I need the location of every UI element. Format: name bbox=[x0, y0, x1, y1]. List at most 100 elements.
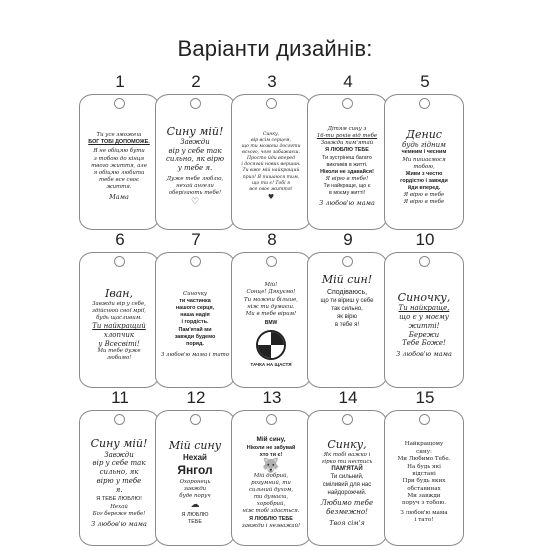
tag-line: буде поруч bbox=[179, 493, 211, 500]
design-variant-9: 9 Мій син! Сподіваюсь, що ти віриш у себ… bbox=[307, 230, 389, 388]
tag-line: сину: bbox=[416, 448, 432, 455]
tag-text: Денис будь гідним чемним і чесним Ми пиш… bbox=[389, 109, 459, 225]
tag-line: хто ти є! bbox=[259, 451, 283, 458]
tag-line: у тебе я. bbox=[177, 164, 213, 173]
tag-line: гордістю і завжди bbox=[400, 177, 448, 184]
design-variant-14: 14 Синку, Як тобі важко і гірко ти нести… bbox=[307, 388, 389, 546]
tag-hole bbox=[266, 256, 277, 267]
tag-line: Пам'ятай ми bbox=[178, 326, 212, 333]
tag-line: сильно, як bbox=[99, 468, 139, 477]
dog-tag: Синочку ти частинка нашого серця, наша н… bbox=[155, 252, 235, 388]
tag-line: Живи з честю bbox=[405, 170, 443, 177]
tag-line: твого життя, але bbox=[91, 162, 147, 169]
wolf-icon: 🐺 bbox=[262, 457, 280, 474]
tag-line: Ми Любимо Тебе. bbox=[397, 456, 451, 463]
tag-hole bbox=[114, 414, 125, 425]
tag-hole bbox=[419, 256, 430, 267]
design-variant-11: 11 Сину мій! Завжди вір у себе так сильн… bbox=[79, 388, 161, 546]
tag-hole bbox=[342, 256, 353, 267]
tag-line: вір у себе так bbox=[168, 146, 222, 155]
tag-line: Ти усе зможеш bbox=[96, 132, 142, 139]
dog-tag: Денис будь гідним чемним і чесним Ми пиш… bbox=[384, 94, 464, 230]
tag-line: Сину мій! bbox=[90, 437, 148, 451]
tag-line: Нехай bbox=[183, 452, 207, 462]
tag-line: вір у себе так bbox=[92, 459, 146, 468]
tag-line: завжди і незважай! bbox=[241, 522, 301, 529]
tag-line: Синку, bbox=[327, 438, 367, 452]
tag-line: поруч з тобою. bbox=[401, 500, 447, 507]
tag-line: Я ЛЮБЛЮ ТЕБЕ bbox=[325, 147, 369, 154]
variant-number: 13 bbox=[262, 388, 282, 407]
tag-text: Найкращому сину: Ми Любимо Тебе. На будь… bbox=[389, 425, 459, 541]
variant-number: 11 bbox=[111, 388, 129, 407]
variant-number: 9 bbox=[343, 230, 353, 249]
tag-hole bbox=[190, 256, 201, 267]
tag-line: завжди будемо bbox=[174, 333, 216, 340]
tag-line: Ти найкраще, що є bbox=[323, 183, 371, 190]
tag-line: викликів в житті. bbox=[326, 161, 368, 168]
tag-line: всього, чого забажаєш. bbox=[242, 150, 300, 156]
tag-line: житті! bbox=[408, 321, 440, 330]
tag-line: ти думаєш, bbox=[253, 494, 289, 501]
tag-hole bbox=[419, 414, 430, 425]
tag-line: Ніколи не здавайся! bbox=[320, 168, 374, 175]
variant-number: 6 bbox=[115, 230, 125, 249]
tag-line: все своє життя! bbox=[249, 186, 293, 192]
tag-line: завжди bbox=[183, 486, 207, 493]
tag-line: Синочку bbox=[182, 290, 208, 297]
tag-text: Синочку, Ти найкраще, що є у моєму житті… bbox=[389, 267, 459, 383]
tag-hole bbox=[114, 256, 125, 267]
tag-line: Як тобі важко і bbox=[323, 451, 371, 458]
tag-line: ніж ти думаєш. bbox=[247, 303, 295, 310]
tag-line: в моєму житті! bbox=[328, 190, 366, 197]
variant-number: 5 bbox=[420, 72, 430, 91]
tag-line: в тебе я! bbox=[334, 321, 360, 328]
tag-line: Завжди вір у себе, bbox=[92, 300, 146, 307]
tag-line: ТАЧКА НА ЩАСТЯ bbox=[250, 361, 292, 367]
variant-number: 3 bbox=[267, 72, 277, 91]
tag-line: Охоронець bbox=[179, 479, 211, 486]
tag-line: При будь яких bbox=[402, 478, 446, 485]
design-variant-1: 1 Ти усе зможеш БОГ ТОБІ ДОПОМОЖЕ. Я не … bbox=[79, 72, 161, 230]
tag-line: Любимо тебе bbox=[320, 499, 374, 508]
tag-line: обставинах bbox=[407, 485, 441, 492]
tag-line: і тато! bbox=[414, 517, 434, 524]
tag-line: Ми завжди bbox=[407, 493, 441, 500]
tag-text: Мій! Сонце! Дякуємо! Ти можеш більше, ні… bbox=[236, 267, 306, 383]
tag-line: нашого серця, bbox=[175, 305, 215, 312]
dog-tag: Іван, Завжди вір у себе, здійснюй свої м… bbox=[79, 252, 159, 388]
tag-line: наша надія bbox=[180, 312, 210, 319]
tag-line: Завжди bbox=[180, 137, 210, 146]
variant-number: 1 bbox=[115, 72, 125, 91]
tag-line: тобою, bbox=[413, 163, 435, 170]
tag-line: здійснюй свої мрії, bbox=[92, 307, 146, 314]
dog-tag: Сину мій! Завжди вір у себе так сильно, … bbox=[79, 410, 159, 546]
variant-number: 14 bbox=[338, 388, 358, 407]
tag-line: вірю у тебе bbox=[96, 476, 142, 485]
tag-line: БОГ ТОБІ ДОПОМОЖЕ. bbox=[88, 139, 150, 146]
design-variant-7: 7 Синочку ти частинка нашого серця, наша… bbox=[155, 230, 237, 388]
tag-line: Дітям сину з bbox=[327, 126, 367, 133]
tag-hole bbox=[342, 414, 353, 425]
tag-signature: З любов'ю мама bbox=[91, 519, 147, 528]
tag-line: як вірю bbox=[337, 313, 357, 320]
tag-text: Синку, Як тобі важко і гірко ти нестись … bbox=[312, 425, 382, 541]
tag-line: Мій добрий, bbox=[253, 472, 289, 479]
tag-line: Ніколи не забувай bbox=[246, 444, 296, 451]
design-variant-6: 6 Іван, Завжди вір у себе, здійснюй свої… bbox=[79, 230, 161, 388]
tag-line: і гордість. bbox=[181, 319, 209, 326]
tag-line: ти частинка bbox=[179, 298, 211, 305]
dog-tag: Найкращому сину: Ми Любимо Тебе. На будь… bbox=[384, 410, 464, 546]
heart-icon: ♡ bbox=[190, 197, 200, 208]
tag-text: Мій син! Сподіваюсь, що ти віриш у себе … bbox=[312, 267, 382, 383]
tag-line: поряд. bbox=[186, 340, 204, 347]
tag-line: Іван, bbox=[104, 287, 134, 301]
tag-line: Я вірю в тебе bbox=[403, 199, 445, 206]
tag-line: ніж тобі здається. bbox=[242, 508, 300, 515]
tag-line: Просто йди вперед bbox=[246, 156, 296, 162]
tag-line: На будь які bbox=[407, 463, 441, 470]
tag-text: Ти усе зможеш БОГ ТОБІ ДОПОМОЖЕ. Я не об… bbox=[84, 109, 154, 225]
tag-line: Бережи bbox=[408, 330, 440, 339]
tag-line: будь гідним bbox=[402, 140, 446, 149]
